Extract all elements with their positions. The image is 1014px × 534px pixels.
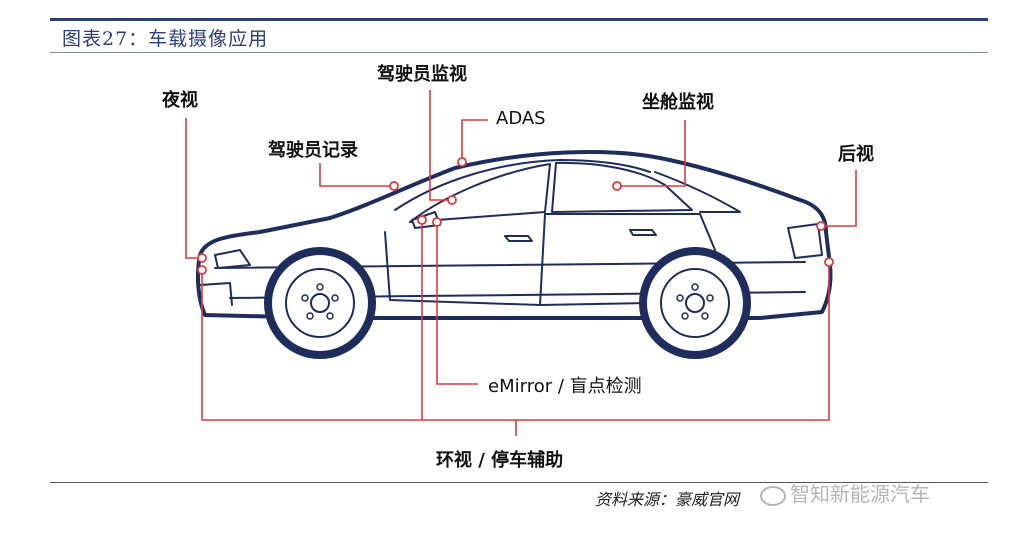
point-mirror-surround bbox=[417, 215, 427, 225]
point-rear-surround bbox=[824, 257, 834, 267]
point-night-vision bbox=[197, 253, 207, 263]
top-rule bbox=[50, 18, 988, 21]
label-emirror: eMirror / 盲点检测 bbox=[488, 376, 642, 397]
callout-lines bbox=[185, 90, 857, 436]
figure-title: 图表27：车载摄像应用 bbox=[62, 28, 269, 50]
front-bumper bbox=[199, 282, 233, 306]
camera-points bbox=[197, 157, 834, 275]
callout-night-vision bbox=[185, 118, 202, 259]
point-emirror bbox=[432, 217, 442, 227]
taillight bbox=[787, 223, 823, 259]
front-door-handle bbox=[504, 235, 533, 242]
callout-emirror bbox=[436, 222, 478, 385]
callout-cabin-monitor bbox=[617, 120, 686, 187]
title-rule bbox=[50, 52, 988, 53]
front-wheel bbox=[264, 247, 376, 359]
rear-window bbox=[551, 161, 693, 213]
label-driver-record: 驾驶员记录 bbox=[268, 140, 358, 161]
label-night-vision: 夜视 bbox=[162, 90, 198, 111]
point-driver-monitor bbox=[447, 195, 457, 205]
roof-line bbox=[394, 159, 651, 211]
label-surround: 环视 / 停车辅助 bbox=[436, 450, 564, 471]
callout-adas bbox=[461, 119, 488, 160]
rear-door-handle bbox=[629, 229, 657, 236]
label-driver-monitor: 驾驶员监视 bbox=[377, 64, 467, 85]
figure-source: 资料来源：豪威官网 bbox=[595, 490, 740, 509]
label-adas: ADAS bbox=[496, 108, 546, 129]
watermark-text: 智知新能源汽车 bbox=[790, 482, 930, 506]
label-cabin-monitor: 坐舱监视 bbox=[642, 92, 714, 113]
headlight bbox=[214, 249, 251, 269]
point-front-surround bbox=[197, 265, 207, 275]
point-adas bbox=[457, 157, 467, 167]
callout-rear-view bbox=[821, 170, 857, 227]
point-cabin-monitor bbox=[612, 181, 622, 191]
label-rear-view: 后视 bbox=[838, 144, 874, 165]
bottom-rule bbox=[50, 482, 988, 483]
point-rear-view bbox=[816, 221, 826, 231]
wechat-icon bbox=[760, 485, 786, 506]
watermark: 智知新能源汽车 bbox=[760, 478, 930, 507]
car-illustration bbox=[195, 150, 833, 359]
point-driver-record bbox=[389, 181, 399, 191]
callout-driver-monitor bbox=[429, 90, 452, 201]
rear-glass bbox=[654, 171, 741, 213]
callout-driver-record bbox=[319, 163, 394, 187]
rear-wheel bbox=[639, 247, 751, 359]
front-window bbox=[409, 163, 551, 223]
